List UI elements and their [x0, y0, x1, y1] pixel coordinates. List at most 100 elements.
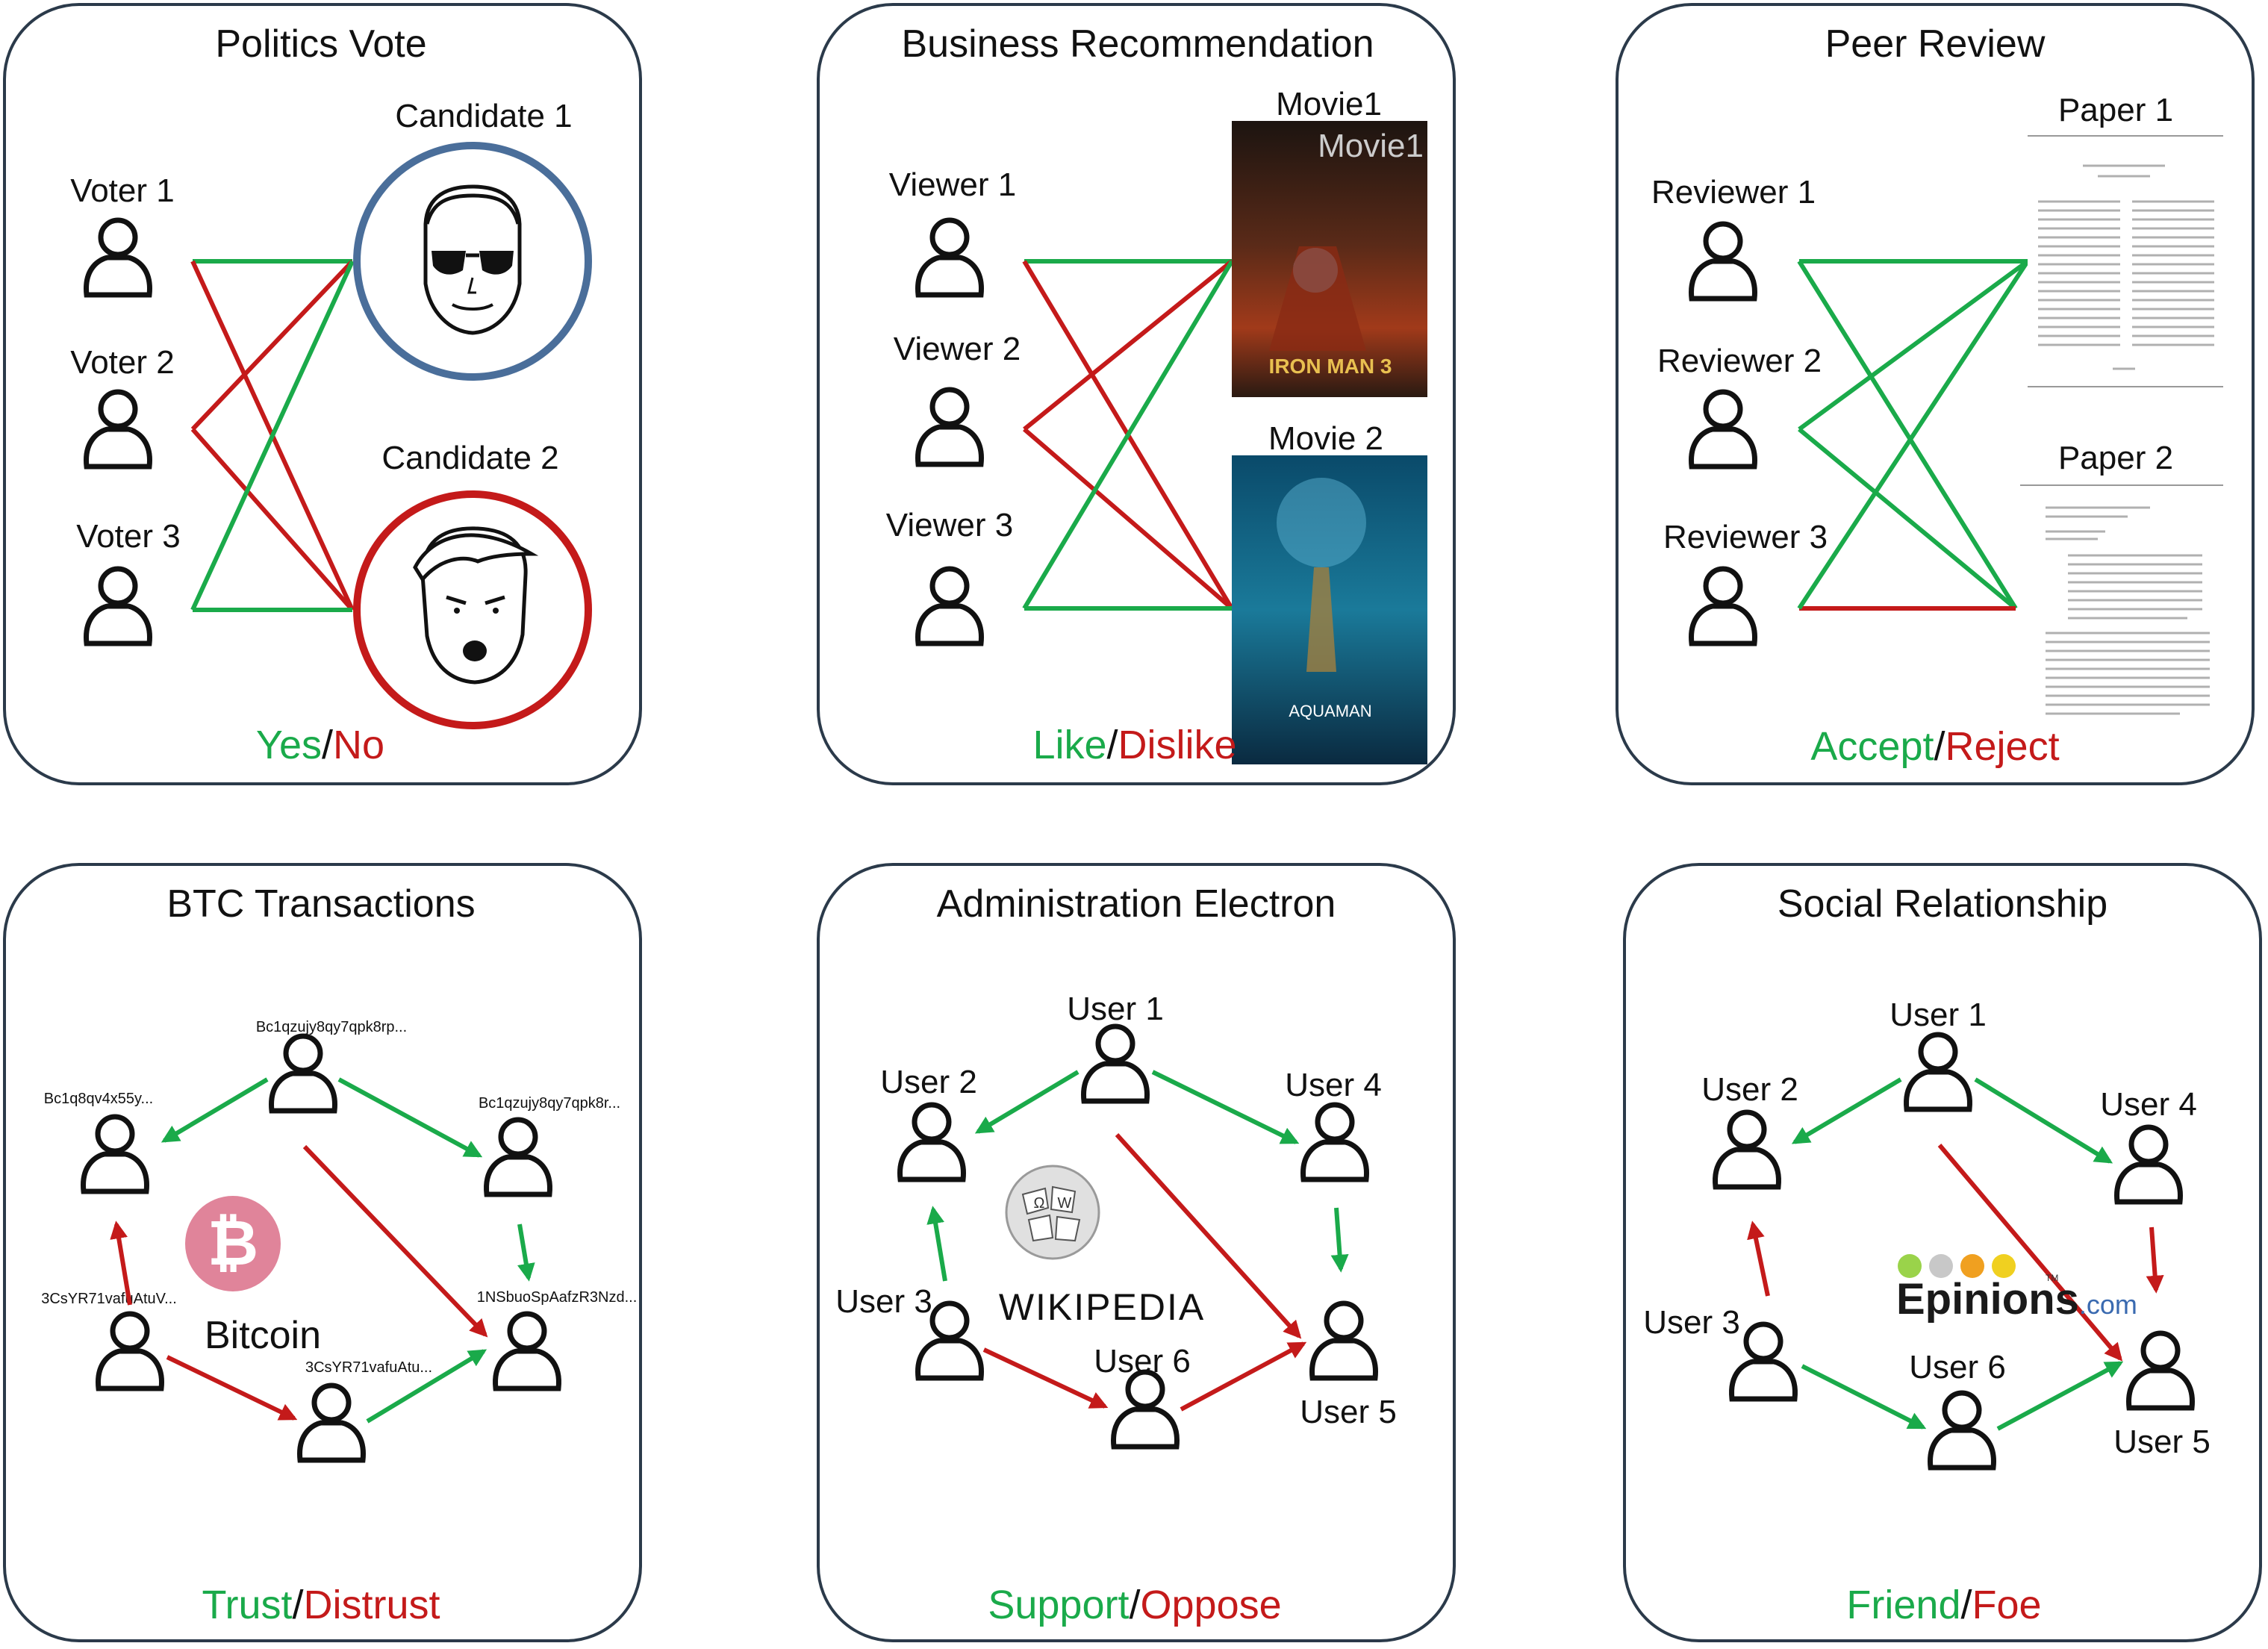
- review-edge-positive: [1798, 427, 2017, 611]
- address-label: 3CsYR71vafuAtu...: [305, 1359, 432, 1376]
- address-label: 1NSbuoSpAafzR3Nzd...: [477, 1289, 638, 1306]
- panel-politics-vote: Politics Vote Voter 1 Voter 2 Voter 3 Ca…: [3, 3, 642, 785]
- person-icon: [915, 566, 984, 646]
- user-5-label: User 5: [1300, 1394, 1397, 1430]
- movie-2-label: Movie 2: [1268, 420, 1383, 457]
- panel-title: Peer Review: [1825, 22, 2046, 66]
- candidate-2-label: Candidate 2: [381, 440, 558, 476]
- legend-separator: /: [1129, 1583, 1140, 1627]
- address-label: Bc1qzujy8qy7qpk8r...: [479, 1095, 620, 1112]
- wikipedia-globe-icon: Ω W: [1005, 1165, 1100, 1260]
- rating-faces-icon: [1898, 1254, 2016, 1278]
- panel-administration-electron: Administration Electron User 1 User 2 Us…: [817, 863, 1456, 1642]
- person-icon: [96, 1311, 164, 1391]
- panel-title: Politics Vote: [215, 22, 426, 66]
- poster-1-title: IRON MAN 3: [1269, 355, 1392, 378]
- legend-negative: Dislike: [1118, 723, 1237, 767]
- friend-arrow: [1974, 1077, 2113, 1164]
- person-icon: [297, 1383, 366, 1463]
- reviewer-1-label: Reviewer 1: [1651, 174, 1816, 211]
- address-label: Bc1qzujy8qy7qpk8rp...: [256, 1019, 407, 1035]
- panel-frame: [3, 863, 642, 1642]
- trust-arrow: [337, 1077, 483, 1158]
- legend-negative: Distrust: [304, 1583, 440, 1627]
- oppose-arrow: [982, 1347, 1109, 1409]
- svg-text:₿: ₿: [208, 1208, 258, 1278]
- viewer-2-label: Viewer 2: [894, 331, 1021, 367]
- epinions-logo: Epinions.com TM: [1896, 1254, 2137, 1324]
- person-icon: [81, 1114, 149, 1194]
- bitcoin-logo-icon: ₿: [185, 1196, 281, 1291]
- foe-arrow: [1937, 1144, 2123, 1362]
- person-icon: [1300, 1102, 1369, 1182]
- epinions-wordmark: Epinions: [1896, 1275, 2079, 1324]
- paper-2-label: Paper 2: [2058, 440, 2173, 476]
- review-edge-positive: [1797, 260, 2018, 610]
- panel-frame: [817, 863, 1456, 1642]
- svg-text:Friend/Foe: Friend/Foe: [1846, 1583, 2041, 1627]
- reviewer-2-label: Reviewer 2: [1657, 343, 1822, 379]
- svg-text:Like/Dislike: Like/Dislike: [1032, 723, 1236, 767]
- user-2-label: User 2: [1701, 1071, 1798, 1108]
- person-icon: [84, 217, 152, 298]
- legend-separator: /: [1107, 723, 1118, 767]
- person-icon: [1309, 1300, 1378, 1381]
- user-5-label: User 5: [2113, 1424, 2211, 1460]
- person-icon: [1689, 566, 1757, 646]
- panel-peer-review: Peer Review Reviewer 1 Reviewer 2 Review…: [1616, 3, 2255, 785]
- legend-positive: Support: [988, 1583, 1129, 1627]
- voter-1-label: Voter 1: [70, 172, 174, 209]
- svg-text:Ω: Ω: [1034, 1195, 1045, 1212]
- person-icon: [1081, 1023, 1150, 1104]
- person-icon: [84, 389, 152, 470]
- review-edge-positive: [1797, 260, 2030, 610]
- voter-3-label: Voter 3: [76, 518, 180, 555]
- address-label: 3CsYR71vafuAtuV...: [41, 1291, 177, 1307]
- reviewer-3-label: Reviewer 3: [1663, 519, 1828, 555]
- panel-title: BTC Transactions: [166, 882, 475, 926]
- candidate-1-portrait: [353, 142, 592, 381]
- trust-arrow: [366, 1349, 487, 1424]
- paper-1-label: Paper 1: [2058, 92, 2173, 128]
- panel-title: Social Relationship: [1778, 882, 2107, 926]
- user-4-label: User 4: [2100, 1086, 2197, 1123]
- legend-positive: Like: [1032, 723, 1106, 767]
- panel-btc-transactions: BTC Transactions Bc1qzujy8qy7qpk8rp... B…: [3, 863, 642, 1642]
- user-2-label: User 2: [880, 1064, 977, 1100]
- vote-edge-positive: [190, 260, 355, 611]
- user-4-label: User 4: [1285, 1067, 1382, 1103]
- foe-arrow: [1747, 1221, 1770, 1297]
- person-icon: [1689, 389, 1757, 470]
- svg-text:Epinions.com: Epinions.com: [1896, 1275, 2137, 1324]
- support-arrow: [974, 1070, 1080, 1134]
- user-1-label: User 1: [1067, 991, 1164, 1027]
- paper-1-thumbnail: [2028, 134, 2223, 388]
- viewer-1-label: Viewer 1: [889, 166, 1016, 203]
- address-label: Bc1q8qv4x55y...: [44, 1091, 153, 1107]
- user-6-label: User 6: [1909, 1349, 2006, 1385]
- movie-2-poster: AQUAMAN: [1232, 455, 1427, 764]
- legend-separator: /: [1960, 1583, 1972, 1627]
- trust-arrow: [161, 1077, 269, 1143]
- oppose-arrow: [1180, 1341, 1307, 1412]
- panel-title: Administration Electron: [937, 882, 1336, 926]
- support-arrow: [926, 1206, 947, 1282]
- distrust-arrow: [110, 1221, 132, 1306]
- person-icon: [915, 387, 984, 467]
- rec-edge-negative: [1023, 259, 1233, 431]
- user-1-label: User 1: [1890, 997, 1987, 1033]
- friend-arrow: [1791, 1077, 1902, 1144]
- person-icon: [269, 1033, 337, 1114]
- legend-positive: Accept: [1810, 724, 1934, 769]
- person-icon: [915, 1300, 984, 1381]
- oppose-arrow: [1115, 1132, 1302, 1339]
- person-icon: [493, 1311, 561, 1391]
- panel-title: Business Recommendation: [902, 22, 1374, 66]
- person-icon: [1928, 1390, 1996, 1471]
- user-3-label: User 3: [835, 1283, 932, 1320]
- wikipedia-wordmark: WIKIPEDIA: [999, 1286, 1205, 1328]
- person-icon: [1729, 1321, 1798, 1402]
- legend-positive: Friend: [1846, 1583, 1960, 1627]
- distrust-arrow: [166, 1355, 298, 1421]
- panel-business-recommendation: Business Recommendation Viewer 1 Viewer …: [817, 3, 1456, 785]
